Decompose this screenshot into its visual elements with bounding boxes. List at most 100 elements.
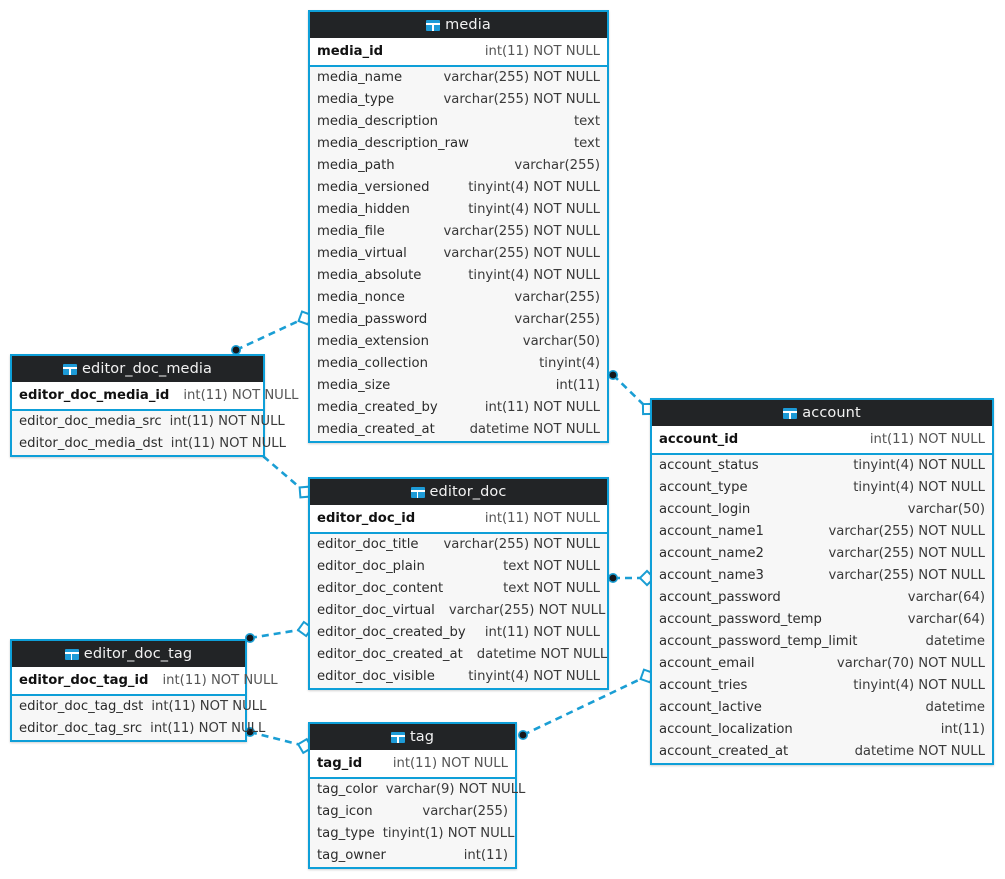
column-type: tinyint(4) NOT NULL: [468, 202, 600, 217]
column-type: int(11): [555, 378, 600, 393]
entity-table-editor_doc_media[interactable]: editor_doc_media editor_doc_media_id int(1…: [10, 354, 299, 457]
column-type: varchar(255): [422, 804, 508, 819]
column-name: editor_doc_content: [317, 581, 444, 596]
table-icon: [410, 486, 425, 498]
column-type: int(11) NOT NULL: [869, 432, 985, 447]
relationship-editor_doc_tag-to-editor_doc[interactable]: [245, 620, 314, 643]
relationship-editor_doc-to-account[interactable]: [608, 569, 656, 587]
connector-line: [235, 316, 306, 352]
column-type: int(11): [940, 722, 985, 737]
entity-header-editor_doc_tag[interactable]: editor_doc_tag: [12, 641, 245, 667]
table-icon: [426, 19, 441, 31]
column-name: editor_doc_tag_src: [19, 721, 143, 736]
column-name: media_id: [317, 44, 384, 59]
column-name: media_extension: [317, 334, 429, 349]
connector-endpoint-dot: [609, 371, 617, 379]
column-type: int(11) NOT NULL: [484, 400, 600, 415]
primary-key-row[interactable]: editor_doc_media_id int(11) NOT NULL: [12, 382, 299, 411]
table-icon: [783, 407, 798, 419]
column-name: account_type: [659, 480, 748, 495]
entity-header-media[interactable]: media: [310, 12, 607, 38]
entity-header-editor_doc[interactable]: editor_doc: [310, 479, 607, 505]
relationship-editor_doc_media-to-media[interactable]: [231, 310, 313, 355]
column-name: tag_type: [317, 826, 375, 841]
connector-endpoint-halo: [608, 370, 618, 380]
column-type: datetime NOT NULL: [469, 422, 600, 437]
entity-header-account[interactable]: account: [652, 400, 992, 426]
table-icon: [63, 363, 77, 375]
relationship-media-to-account[interactable]: [608, 370, 655, 416]
column-type: text: [573, 114, 600, 129]
column-name: account_name1: [659, 524, 764, 539]
column-type: tinyint(4) NOT NULL: [853, 458, 985, 473]
column-type: varchar(255) NOT NULL: [828, 546, 986, 561]
column-type: varchar(255) NOT NULL: [443, 70, 601, 85]
entity-header-tag[interactable]: tag: [310, 724, 515, 750]
column-name: media_description_raw: [317, 136, 469, 151]
column-type: int(11) NOT NULL: [183, 388, 299, 403]
entity-header-editor_doc_media[interactable]: editor_doc_media: [12, 356, 263, 382]
column-name: editor_doc_media_id: [19, 388, 170, 403]
column-name: editor_doc_created_at: [317, 647, 463, 662]
